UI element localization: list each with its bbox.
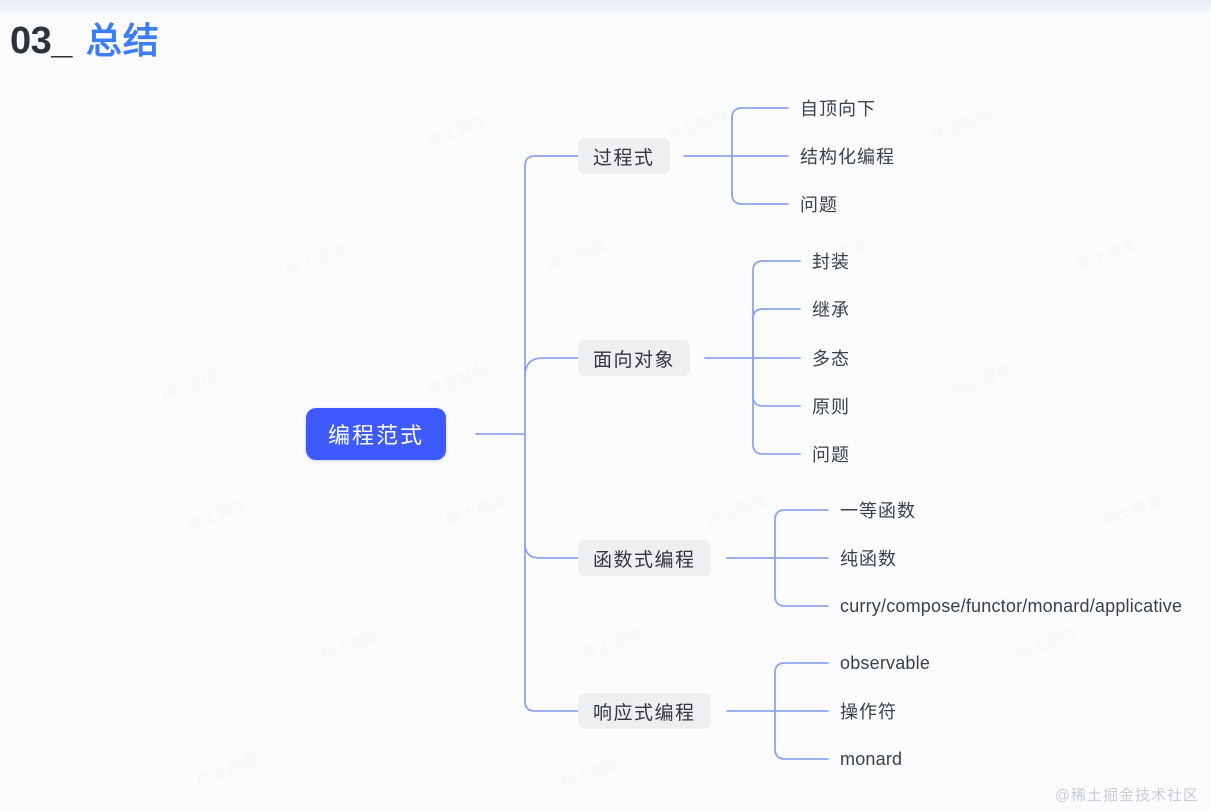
connector-trunk-to-branch-2 (524, 357, 579, 377)
canvas-watermark: 稀土掘金 (1099, 490, 1166, 531)
canvas-watermark: 稀土掘金 (424, 360, 491, 401)
leaf-label: 结构化编程 (800, 147, 895, 167)
leaf-label: 原则 (812, 397, 850, 417)
connector-branch-2-child-5 (752, 357, 801, 455)
branch-label: 面向对象 (593, 349, 676, 371)
branch-label: 函数式编程 (593, 549, 696, 571)
leaf-label: 纯函数 (840, 549, 897, 569)
mindmap-leaf-node[interactable]: monard (840, 746, 902, 772)
top-gradient-band (0, 0, 1211, 14)
leaf-label: 问题 (800, 195, 838, 215)
mindmap-branch-node-reactive[interactable]: 响应式编程 (578, 693, 711, 729)
connector-trunk-to-branch-1 (524, 155, 579, 377)
leaf-label: 多态 (812, 349, 850, 369)
connector-branch-2-child-1 (752, 260, 801, 359)
leaf-label: 封装 (812, 252, 850, 272)
canvas-watermark: 稀土掘金 (1014, 623, 1081, 664)
mindmap-leaf-node[interactable]: 继承 (812, 296, 850, 322)
mindmap-leaf-node[interactable]: 自顶向下 (800, 95, 876, 121)
canvas-watermark: 稀土掘金 (424, 111, 491, 152)
mindmap-leaf-node[interactable]: 问题 (800, 191, 838, 217)
canvas-watermark: 稀土掘金 (664, 105, 731, 146)
connector-branch-2-child-4 (752, 357, 801, 407)
corner-watermark: @稀土掘金技术社区 (1054, 787, 1199, 804)
mindmap-leaf-node[interactable]: 封装 (812, 248, 850, 274)
connector-branch-2-child-2 (752, 308, 801, 359)
mindmap-leaf-node[interactable]: 纯函数 (840, 545, 897, 571)
canvas-watermark: 稀土掘金 (319, 625, 386, 666)
canvas-watermark: 稀土掘金 (1074, 235, 1141, 276)
leaf-label: monard (840, 748, 903, 769)
connector-branch-4-child-1 (774, 662, 829, 712)
mindmap-branch-node-object-oriented[interactable]: 面向对象 (578, 340, 691, 376)
connector-trunk-to-branch-4 (524, 543, 579, 712)
connector-branch-1-child-3 (731, 155, 789, 205)
mindmap-branch-node-functional[interactable]: 函数式编程 (578, 540, 711, 576)
canvas-watermark: 稀土掘金 (559, 753, 626, 794)
page-title-number: 03_ (10, 20, 72, 62)
mindmap-leaf-node[interactable]: 原则 (812, 393, 850, 419)
canvas-watermark: 稀土掘金 (159, 365, 226, 406)
branch-label: 过程式 (593, 147, 655, 169)
canvas-watermark: 稀土掘金 (579, 623, 646, 664)
leaf-label: 自顶向下 (800, 99, 876, 119)
leaf-label: 操作符 (840, 702, 897, 722)
connector-layer (475, 107, 829, 760)
leaf-label: curry/compose/functor/monard/applicative (840, 595, 1183, 616)
canvas-watermark: 稀土掘金 (184, 495, 251, 536)
mindmap-root-node[interactable]: 编程范式 (306, 408, 447, 460)
leaf-label: observable (840, 652, 931, 673)
connector-branch-3-child-1 (774, 509, 829, 559)
canvas-watermark: 稀土掘金 (544, 235, 611, 276)
page-title: 03_ 总结 (10, 12, 160, 64)
branch-label: 响应式编程 (593, 702, 696, 724)
mindmap-canvas[interactable]: 稀土掘金 稀土掘金 稀土掘金 稀土掘金 稀土掘金 稀土掘金 稀土掘金 稀土掘金 … (0, 14, 1211, 811)
mindmap-leaf-node[interactable]: 操作符 (840, 698, 897, 724)
page-title-text: 总结 (85, 20, 160, 61)
canvas-watermark: 稀土掘金 (929, 105, 996, 146)
mindmap-leaf-node[interactable]: 结构化编程 (800, 143, 895, 169)
leaf-label: 问题 (812, 445, 850, 465)
mindmap-leaf-node[interactable]: 一等函数 (840, 497, 916, 523)
mindmap-leaf-node[interactable]: 问题 (812, 441, 850, 467)
mindmap-leaf-node[interactable]: observable (840, 650, 930, 676)
connector-branch-1-child-1 (731, 107, 789, 157)
canvas-watermark: 稀土掘金 (194, 750, 261, 791)
leaf-label: 一等函数 (840, 501, 916, 521)
connector-trunk-to-branch-3 (524, 543, 579, 559)
canvas-watermark: 稀土掘金 (704, 490, 771, 531)
canvas-watermark: 稀土掘金 (284, 240, 351, 281)
mindmap-leaf-node[interactable]: 多态 (812, 345, 850, 371)
canvas-watermark: 稀土掘金 (444, 490, 511, 531)
canvas-watermark: 稀土掘金 (949, 360, 1016, 401)
mindmap-branch-node-procedural[interactable]: 过程式 (578, 138, 670, 174)
mindmap-leaf-node[interactable]: curry/compose/functor/monard/applicative (840, 593, 1182, 619)
mindmap-root-label: 编程范式 (328, 423, 425, 448)
connector-branch-4-child-3 (774, 710, 829, 760)
leaf-label: 继承 (812, 300, 850, 320)
connector-branch-3-child-3 (774, 557, 829, 607)
